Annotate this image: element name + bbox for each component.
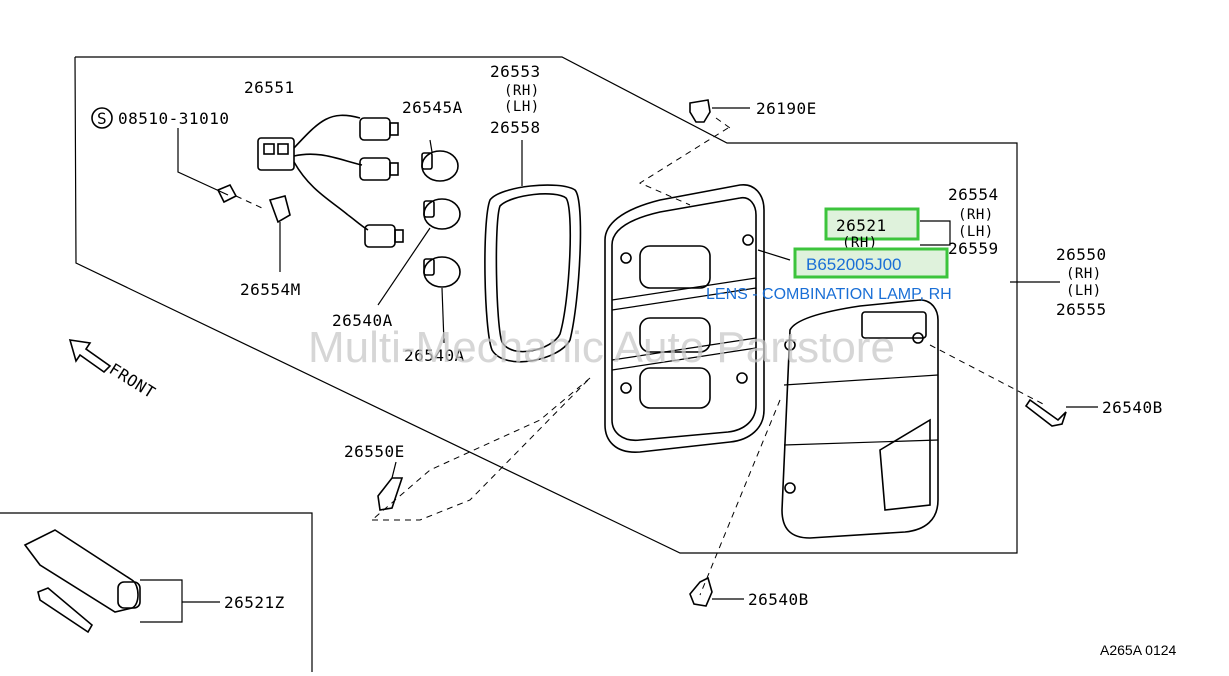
label-26545a: 26545A — [402, 98, 463, 117]
main-frame — [74, 56, 1046, 596]
label-26540b-1: 26540B — [1102, 398, 1163, 417]
label-26551: 26551 — [244, 78, 295, 97]
label-26554m: 26554M — [240, 280, 301, 299]
front-label: FRONT — [106, 359, 159, 402]
part-labels: 26551 26553 (RH) (LH) 26558 26545A 08510… — [118, 62, 1163, 612]
label-26190e: 26190E — [756, 99, 817, 118]
nut-26550e[interactable] — [377, 461, 404, 511]
sku-link[interactable]: B652005J00 — [806, 255, 901, 274]
label-26540b-2: 26540B — [748, 590, 809, 609]
hotspot-26521-rh: (RH) — [842, 235, 878, 251]
label-26550-rh: (RH) — [1066, 266, 1102, 282]
clip-26190e[interactable] — [689, 99, 750, 123]
label-26554-lh: (LH) — [958, 224, 994, 240]
part-description: LENS - COMBINATION LAMP, RH — [706, 286, 952, 303]
hotspot-sku[interactable]: B652005J00 — [793, 247, 949, 279]
screw-08510[interactable]: S — [91, 107, 263, 209]
grease-tube-26521z[interactable] — [23, 529, 141, 634]
hotspot-26521-number: 26521 — [836, 216, 887, 235]
label-26558: 26558 — [490, 118, 541, 137]
label-26554: 26554 — [948, 185, 999, 204]
hotspot-26521[interactable]: 26521 (RH) — [824, 207, 920, 251]
gasket-26558[interactable] — [484, 140, 582, 363]
label-08510: 08510-31010 — [118, 109, 229, 128]
bulbs[interactable] — [377, 139, 461, 344]
label-26540a-2: 26540A — [404, 346, 465, 365]
label-26555: 26555 — [1056, 300, 1107, 319]
label-26550: 26550 — [1056, 245, 1107, 264]
screw-26540b-upper[interactable] — [1024, 398, 1098, 427]
label-26521z: 26521Z — [224, 593, 285, 612]
label-26553: 26553 — [490, 62, 541, 81]
inset-box — [0, 512, 313, 672]
front-arrow: FRONT — [68, 339, 159, 402]
label-26554-rh: (RH) — [958, 207, 994, 223]
label-26540a-1: 26540A — [332, 311, 393, 330]
label-26553-lh: (LH) — [504, 99, 540, 115]
leader-lines — [920, 220, 1060, 283]
screw-symbol: S — [97, 109, 107, 128]
label-26553-rh: (RH) — [504, 83, 540, 99]
screw-26540b-lower[interactable] — [689, 576, 744, 607]
label-26550-lh: (LH) — [1066, 283, 1102, 299]
lamp-lens[interactable] — [781, 299, 939, 539]
socket-harness[interactable] — [257, 114, 404, 272]
lamp-housing[interactable] — [604, 184, 791, 453]
watermark: Multi-Mechanic Auto Partstore — [308, 323, 895, 372]
label-26559: 26559 — [948, 239, 999, 258]
figure-code: A265A 0124 — [1100, 642, 1177, 658]
label-26550e: 26550E — [344, 442, 405, 461]
